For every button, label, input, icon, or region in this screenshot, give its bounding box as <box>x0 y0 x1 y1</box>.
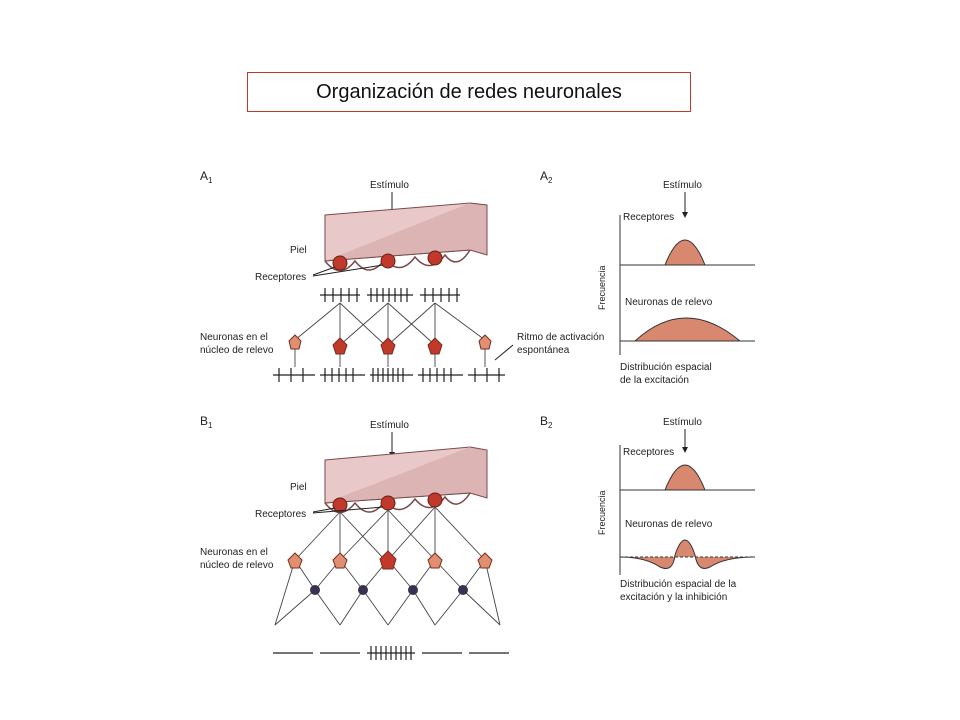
a1-spontaneous-label-1: Ritmo de activación <box>517 332 604 343</box>
a1-skin-label: Piel <box>290 245 307 256</box>
a2-receptors-curve <box>620 239 755 266</box>
neural-network-diagram: A1 Estímulo Piel Receptores <box>200 169 756 660</box>
page-title: Organización de redes neuronales <box>247 72 691 112</box>
a1-skin-side <box>324 202 488 262</box>
a1-relay-neuron <box>427 337 443 355</box>
b2-receptors-label: Receptores <box>623 447 674 458</box>
a1-relay-neuron <box>380 337 396 355</box>
b1-relay-label-1: Neuronas en el <box>200 547 268 558</box>
a1-spontaneous-label-2: espontánea <box>517 345 570 356</box>
panel-a2-label: A2 <box>540 169 553 185</box>
a2-frequency-label: Frecuencia <box>597 265 607 310</box>
a2-relay-label: Neuronas de relevo <box>625 297 713 308</box>
panel-a2: A2 Estímulo Receptores Frecuencia Neuron… <box>540 169 755 386</box>
a1-relay-label-2: núcleo de relevo <box>200 345 274 356</box>
b1-receptor <box>427 492 443 508</box>
a1-spontaneous-pointer <box>494 344 514 361</box>
a1-relay-neurons <box>288 334 492 355</box>
a2-distribution-label-2: de la excitación <box>620 375 689 386</box>
b1-receptors-pointer <box>312 507 336 513</box>
b1-inhibitory-neuron <box>458 585 468 595</box>
b1-skin-label: Piel <box>290 482 307 493</box>
a1-receptor <box>427 250 443 266</box>
b1-inhibitory-neuron <box>408 585 418 595</box>
a1-stimulus-label: Estímulo <box>370 180 409 191</box>
b1-inhibitory-neurons <box>310 585 468 595</box>
a1-relay-neuron <box>478 334 492 350</box>
b1-relay-neuron <box>379 550 397 570</box>
b1-skin-side <box>324 446 488 504</box>
a1-receptor <box>332 255 348 271</box>
b2-relay-curve <box>619 539 756 569</box>
b1-relay-neuron <box>332 552 348 569</box>
panel-a1-label: A1 <box>200 169 213 185</box>
a2-relay-curve <box>620 317 755 342</box>
b1-relay-neuron <box>287 552 303 569</box>
b1-relay-neurons <box>287 550 493 570</box>
a1-receptors-pointer <box>312 266 336 276</box>
b2-relay-label: Neuronas de relevo <box>625 519 713 530</box>
panel-a1: A1 Estímulo Piel Receptores <box>200 169 604 382</box>
panel-b1: B1 Estímulo Piel Receptores <box>200 414 509 660</box>
a1-connections <box>294 302 486 367</box>
a1-relay-neuron <box>332 337 348 355</box>
a1-receptor <box>380 253 396 269</box>
b1-output-spikes <box>273 646 509 660</box>
b1-relay-label-2: núcleo de relevo <box>200 560 274 571</box>
panel-b2: B2 Estímulo Receptores Frecuencia Neuron… <box>540 414 756 603</box>
a1-relay-label-1: Neuronas en el <box>200 332 268 343</box>
a2-receptors-label: Receptores <box>623 212 674 223</box>
b2-frequency-label: Frecuencia <box>597 490 607 535</box>
a2-stimulus-label: Estímulo <box>663 180 702 191</box>
b1-receptor <box>380 495 396 511</box>
b1-relay-neuron <box>427 552 443 569</box>
a2-distribution-label-1: Distribución espacial <box>620 362 712 373</box>
b1-relay-neuron <box>477 552 493 569</box>
a1-receptors-pointer <box>312 264 384 277</box>
b2-distribution-label-2: excitación y la inhibición <box>620 592 727 603</box>
a1-relay-neuron <box>288 334 302 350</box>
b1-receptors-label: Receptores <box>255 509 306 520</box>
a1-receptors-label: Receptores <box>255 272 306 283</box>
b2-stimulus-arrowhead <box>682 447 688 453</box>
a1-output-spikes <box>273 368 505 382</box>
b2-distribution-label-1: Distribución espacial de la <box>620 579 737 590</box>
b1-receptors-pointer <box>312 506 384 514</box>
a1-receptor-spikes <box>320 288 460 302</box>
a1-skin-bottom <box>324 249 471 272</box>
panel-b2-label: B2 <box>540 414 553 430</box>
b2-stimulus-label: Estímulo <box>663 417 702 428</box>
b1-skin-bottom <box>324 492 471 514</box>
b1-inhibitory-neuron <box>358 585 368 595</box>
b1-stimulus-label: Estímulo <box>370 420 409 431</box>
a2-stimulus-arrowhead <box>682 212 688 218</box>
panel-b1-label: B1 <box>200 414 213 430</box>
b1-inhibitory-neuron <box>310 585 320 595</box>
b2-receptors-curve <box>620 464 755 491</box>
